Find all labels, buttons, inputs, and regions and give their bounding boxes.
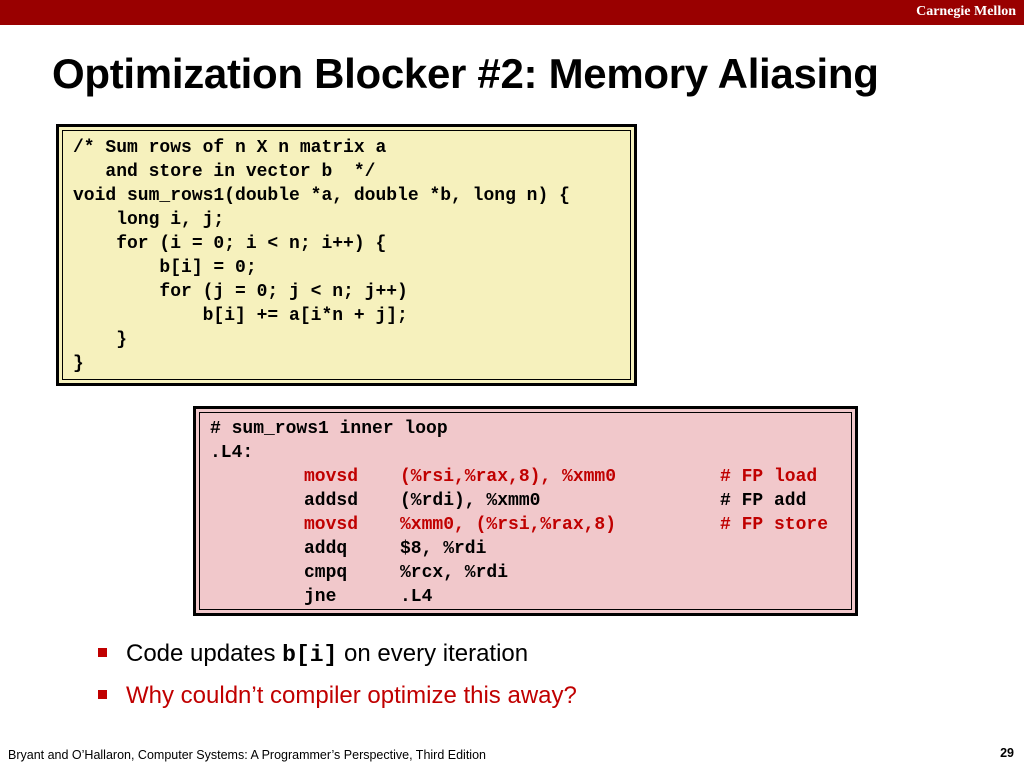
c-code-line: for (j = 0; j < n; j++) xyxy=(73,282,408,302)
square-bullet-icon xyxy=(98,690,107,699)
c-code-box: /* Sum rows of n X n matrix a and store … xyxy=(56,124,637,386)
page-number: 29 xyxy=(1000,746,1014,760)
c-code-line: b[i] = 0; xyxy=(73,258,257,278)
inline-code: b[i] xyxy=(282,642,338,668)
c-code-line: void sum_rows1(double *a, double *b, lon… xyxy=(73,186,570,206)
asm-op: movsd xyxy=(304,467,359,487)
c-code-inner-border xyxy=(62,130,631,380)
asm-note: # FP load xyxy=(720,467,818,487)
c-code-line: and store in vector b */ xyxy=(73,162,376,182)
asm-op: jne xyxy=(304,587,337,607)
c-code-line: b[i] += a[i*n + j]; xyxy=(73,306,408,326)
c-code-line: for (i = 0; i < n; i++) { xyxy=(73,234,387,254)
asm-code-inner-border xyxy=(199,412,852,610)
asm-note: # FP add xyxy=(720,491,807,511)
bullet-text: Why couldn’t compiler optimize this away… xyxy=(126,682,577,709)
square-bullet-icon xyxy=(98,648,107,657)
c-code-line: } xyxy=(73,330,128,350)
bullet-text: Code updates b[i] on every iteration xyxy=(126,640,529,668)
asm-args: %rcx, %rdi xyxy=(400,563,509,583)
asm-args: %xmm0, (%rsi,%rax,8) xyxy=(400,515,617,535)
asm-args: (%rsi,%rax,8), %xmm0 xyxy=(400,467,617,487)
asm-comment: # sum_rows1 inner loop xyxy=(210,419,448,439)
asm-op: cmpq xyxy=(304,563,348,583)
c-code-line: long i, j; xyxy=(73,210,225,230)
org-name: Carnegie Mellon xyxy=(916,4,1016,19)
footer-citation: Bryant and O’Hallaron, Computer Systems:… xyxy=(8,748,486,762)
asm-args: .L4 xyxy=(400,587,433,607)
asm-op: movsd xyxy=(304,515,359,535)
asm-note: # FP store xyxy=(720,515,829,535)
asm-args: (%rdi), %xmm0 xyxy=(400,491,541,511)
c-code-line: } xyxy=(73,354,84,374)
c-code-line: /* Sum rows of n X n matrix a xyxy=(73,138,387,158)
slide-title: Optimization Blocker #2: Memory Aliasing xyxy=(52,50,879,97)
asm-op: addq xyxy=(304,539,348,559)
asm-code-box: # sum_rows1 inner loop .L4: movsd (%rsi,… xyxy=(193,406,858,616)
asm-op: addsd xyxy=(304,491,359,511)
asm-label: .L4: xyxy=(210,443,254,463)
asm-args: $8, %rdi xyxy=(400,539,487,559)
header-bar: Carnegie Mellon xyxy=(0,0,1024,25)
